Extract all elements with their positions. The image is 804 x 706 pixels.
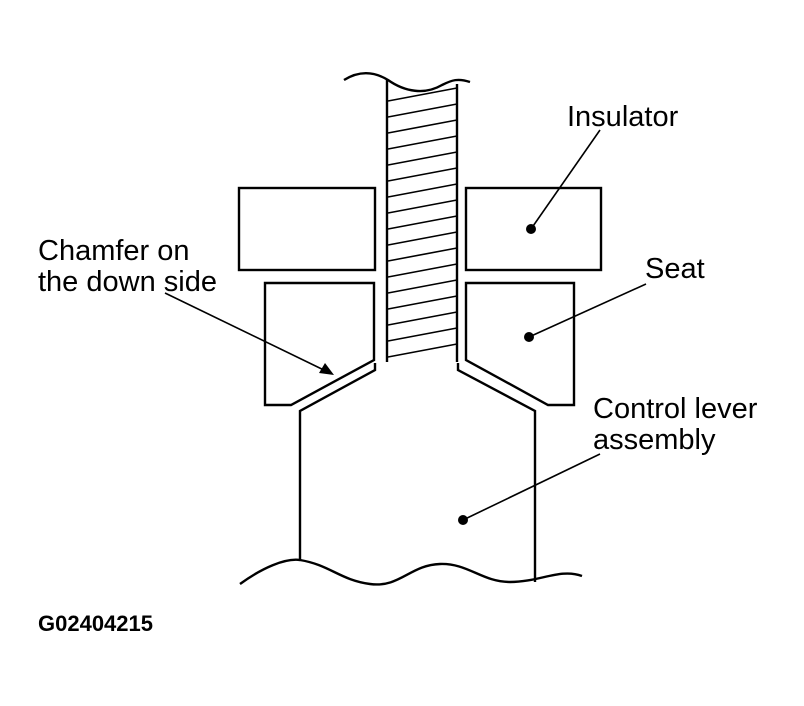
leader-seat (524, 283, 647, 342)
figure-code: G02404215 (38, 611, 153, 636)
insulator-left (237, 186, 377, 272)
label-control-lever-line2: assembly (593, 424, 716, 456)
shaft-threads (387, 87, 458, 358)
chamfer-arrowhead (319, 363, 334, 375)
control-lever-dot (458, 515, 468, 525)
insulator-dot (526, 224, 536, 234)
label-control-lever-line1: Control lever (593, 393, 758, 425)
leader-insulator (526, 129, 601, 234)
leader-chamfer (164, 292, 334, 375)
threaded-shaft (343, 72, 471, 362)
label-insulator: Insulator (567, 101, 679, 133)
seat-dot (524, 332, 534, 342)
leader-control-lever (458, 453, 601, 525)
seat-left (263, 281, 376, 407)
label-chamfer-line2: the down side (38, 266, 217, 298)
label-seat: Seat (645, 253, 705, 285)
seat-right (464, 281, 576, 407)
control-lever-body (239, 363, 583, 586)
insulator-right (464, 186, 603, 272)
label-chamfer-line1: Chamfer on (38, 235, 190, 267)
